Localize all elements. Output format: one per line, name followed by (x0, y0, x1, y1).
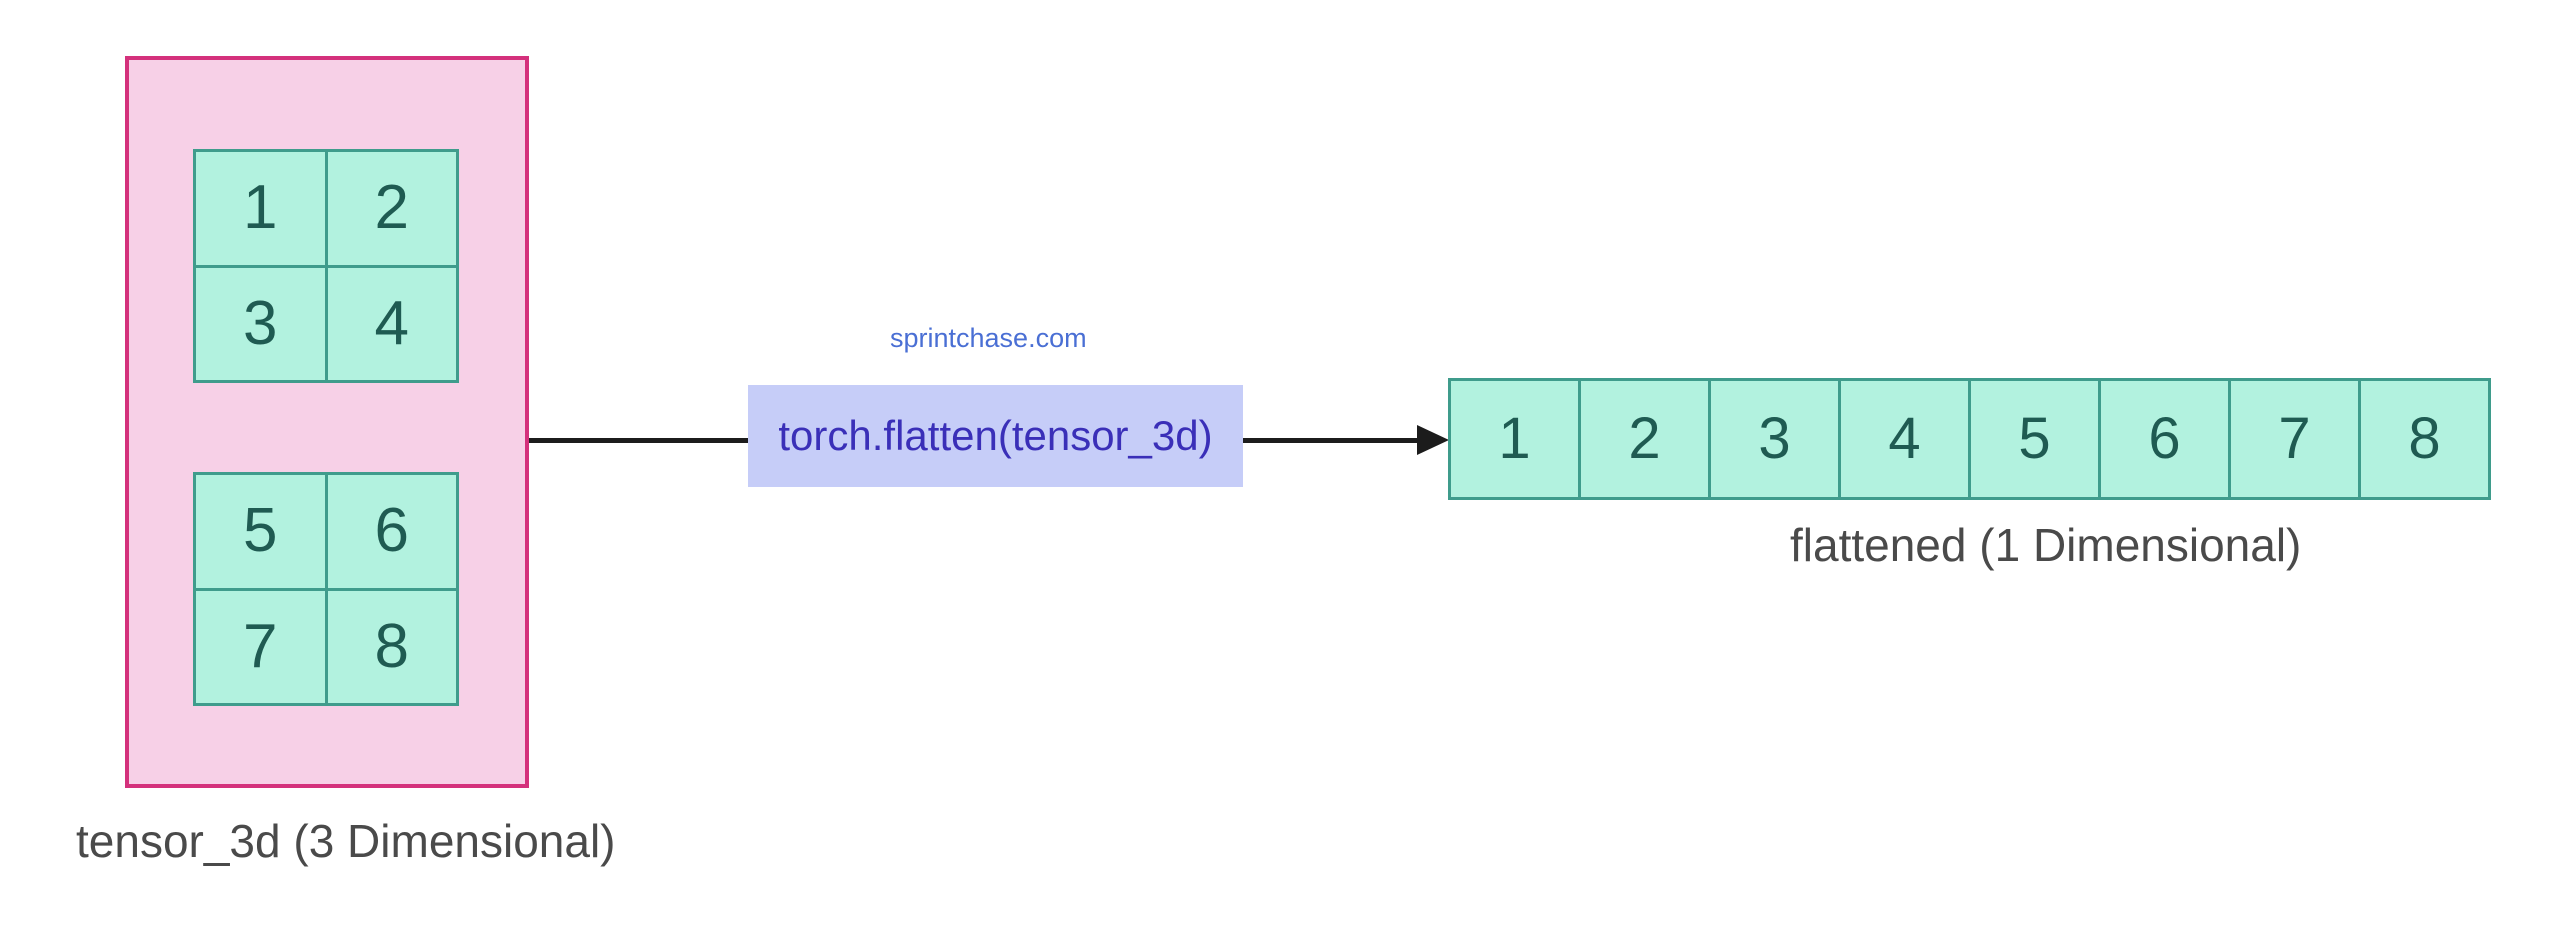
arrow-shaft (1243, 438, 1425, 443)
matrix-cell: 6 (327, 475, 456, 588)
flattened-cell: 8 (2361, 381, 2488, 497)
flattened-cell: 3 (1711, 381, 1838, 497)
flattened-cell: 2 (1581, 381, 1708, 497)
flattened-cell: 5 (1971, 381, 2098, 497)
matrix-cell: 4 (327, 267, 456, 380)
matrix-cell: 7 (196, 590, 325, 703)
flatten-operation-box: torch.flatten(tensor_3d) (748, 385, 1243, 487)
matrix-cell: 5 (196, 475, 325, 588)
flattened-row: 1 2 3 4 5 6 7 8 (1448, 378, 2491, 500)
flattened-caption: flattened (1 Dimensional) (1790, 519, 2302, 571)
tensor-3d-container: 1 2 3 4 5 6 7 8 (125, 56, 529, 788)
flattened-cell: 4 (1841, 381, 1968, 497)
tensor-3d-caption: tensor_3d (3 Dimensional) (76, 815, 616, 867)
flattened-cell: 7 (2231, 381, 2358, 497)
matrix-cell: 1 (196, 152, 325, 265)
tensor-slice-0-matrix: 1 2 3 4 (193, 149, 459, 383)
flattened-cell: 1 (1451, 381, 1578, 497)
matrix-cell: 3 (196, 267, 325, 380)
watermark-label: sprintchase.com (890, 323, 1087, 353)
flatten-operation-label: torch.flatten(tensor_3d) (778, 412, 1213, 459)
arrow-head (1417, 425, 1449, 455)
matrix-cell: 8 (327, 590, 456, 703)
arrow-right-icon (1243, 418, 1455, 462)
matrix-cell: 2 (327, 152, 456, 265)
flattened-cell: 6 (2101, 381, 2228, 497)
connector-line-icon (529, 438, 750, 443)
tensor-slice-1-matrix: 5 6 7 8 (193, 472, 459, 706)
